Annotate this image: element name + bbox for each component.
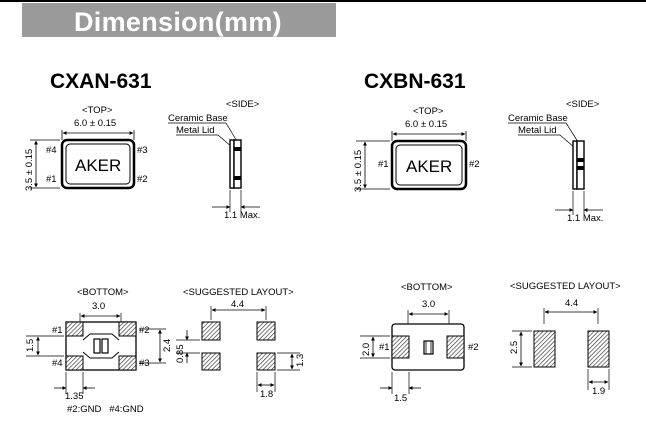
span-dimension: 4.4 <box>565 298 578 309</box>
land-pad <box>201 352 221 371</box>
ceramic-base <box>576 140 585 190</box>
pin-label: #2 <box>139 325 150 336</box>
height-dimension: 3.5 ± 0.15 <box>24 149 35 191</box>
land-pad <box>533 330 556 368</box>
top-view: <TOP> 6.0 ± 0.15 AKER #4 #3 #1 #2 3.5 ± … <box>24 105 148 191</box>
view-label: <BOTTOM> <box>401 282 453 293</box>
gap-dimension: 0.85 <box>175 345 186 364</box>
pad-height-dimension: 2.5 <box>509 341 520 354</box>
view-label: <BOTTOM> <box>77 287 129 298</box>
section-title: Dimension(mm) <box>74 7 282 37</box>
top-view: <TOP> 6.0 ± 0.15 AKER #1 #2 3.5 ± 0.15 <box>353 106 480 192</box>
part-marking: AKER <box>75 156 121 175</box>
land-pad <box>256 321 276 341</box>
cxan-631-section: CXAN-631 <TOP> 6.0 ± 0.15 AKER #4 #3 #1 … <box>24 70 306 415</box>
pin-label: #4 <box>46 145 57 156</box>
pin-label: #4 <box>52 358 63 369</box>
view-label: <SIDE> <box>566 99 600 110</box>
solder-pad <box>446 335 465 359</box>
side-view: <SIDE> Ceramic Base Metal Lid 1.1 Max. <box>508 99 603 224</box>
solder-pad <box>391 335 410 359</box>
pad-width-dimension: 1.5 <box>394 393 407 404</box>
height-dimension: 1.1 Max. <box>224 210 260 221</box>
land-pad <box>587 330 610 368</box>
view-label: <TOP> <box>413 106 444 117</box>
section-banner: Dimension(mm) <box>22 3 336 37</box>
model-title: CXAN-631 <box>50 70 152 93</box>
metal-lid-label: Metal Lid <box>518 125 557 136</box>
package-outline <box>60 138 136 190</box>
view-label: <SUGGESTED LAYOUT> <box>510 281 621 292</box>
pitch-dimension: 3.0 <box>422 299 435 310</box>
package-outline <box>390 139 468 191</box>
ceramic-base-label: Ceramic Base <box>168 113 228 124</box>
pin-label: #1 <box>378 159 389 170</box>
height-dimension: 1.1 Max. <box>567 213 603 224</box>
bottom-view: <BOTTOM> 3.0 #1 #2 #4 #3 1.5 2.4 <box>25 287 173 415</box>
pitch-y-dimension: 2.4 <box>162 339 173 352</box>
land-pad <box>201 321 221 341</box>
cxbn-631-section: CXBN-631 <TOP> 6.0 ± 0.15 AKER #1 #2 3.5… <box>353 70 621 404</box>
part-marking: AKER <box>406 157 452 176</box>
gnd-note: #2:GND #4:GND <box>67 404 144 415</box>
bottom-view: <BOTTOM> 3.0 #1 #2 2.0 1.5 <box>360 282 479 404</box>
pad-height-dimension: 2.0 <box>361 343 372 356</box>
solder-pad <box>65 355 84 371</box>
pad-height-dimension: 1.3 <box>295 354 306 367</box>
pin-label: #2 <box>469 159 480 170</box>
pin-label: #3 <box>139 358 150 369</box>
pin-label: #1 <box>52 325 63 336</box>
view-label: <TOP> <box>82 105 113 116</box>
metal-lid-label: Metal Lid <box>176 125 215 136</box>
pad-height-dimension: 1.5 <box>25 339 36 352</box>
ceramic-base <box>233 139 242 189</box>
span-dimension: 4.4 <box>231 299 244 310</box>
model-title: CXBN-631 <box>364 70 466 93</box>
pin-label: #2 <box>137 174 148 185</box>
suggested-layout: <SUGGESTED LAYOUT> 4.4 0.85 1.3 1.8 <box>175 287 306 400</box>
pin-label: #2 <box>468 342 479 353</box>
land-pad <box>256 352 276 371</box>
solder-pad <box>65 321 84 337</box>
pad-width-dimension: 1.8 <box>260 389 273 400</box>
ceramic-base-label: Ceramic Base <box>508 113 568 124</box>
pad-width-dimension: 1.35 <box>65 391 84 402</box>
pin-label: #1 <box>379 342 390 353</box>
solder-pad <box>118 321 137 337</box>
view-label: <SUGGESTED LAYOUT> <box>183 287 294 298</box>
pitch-dimension: 3.0 <box>92 301 105 312</box>
solder-pad <box>118 355 137 371</box>
height-dimension: 3.5 ± 0.15 <box>353 150 364 192</box>
width-dimension: 6.0 ± 0.15 <box>405 119 447 130</box>
width-dimension: 6.0 ± 0.15 <box>74 118 116 129</box>
pad-width-dimension: 1.9 <box>592 386 605 397</box>
side-view: <SIDE> Ceramic Base Metal Lid 1.1 Max. <box>168 99 260 221</box>
view-label: <SIDE> <box>226 99 260 110</box>
top-rule <box>0 0 646 2</box>
pin-label: #1 <box>46 174 57 185</box>
suggested-layout: <SUGGESTED LAYOUT> 4.4 2.5 1.9 <box>509 281 621 397</box>
pin-label: #3 <box>137 145 148 156</box>
